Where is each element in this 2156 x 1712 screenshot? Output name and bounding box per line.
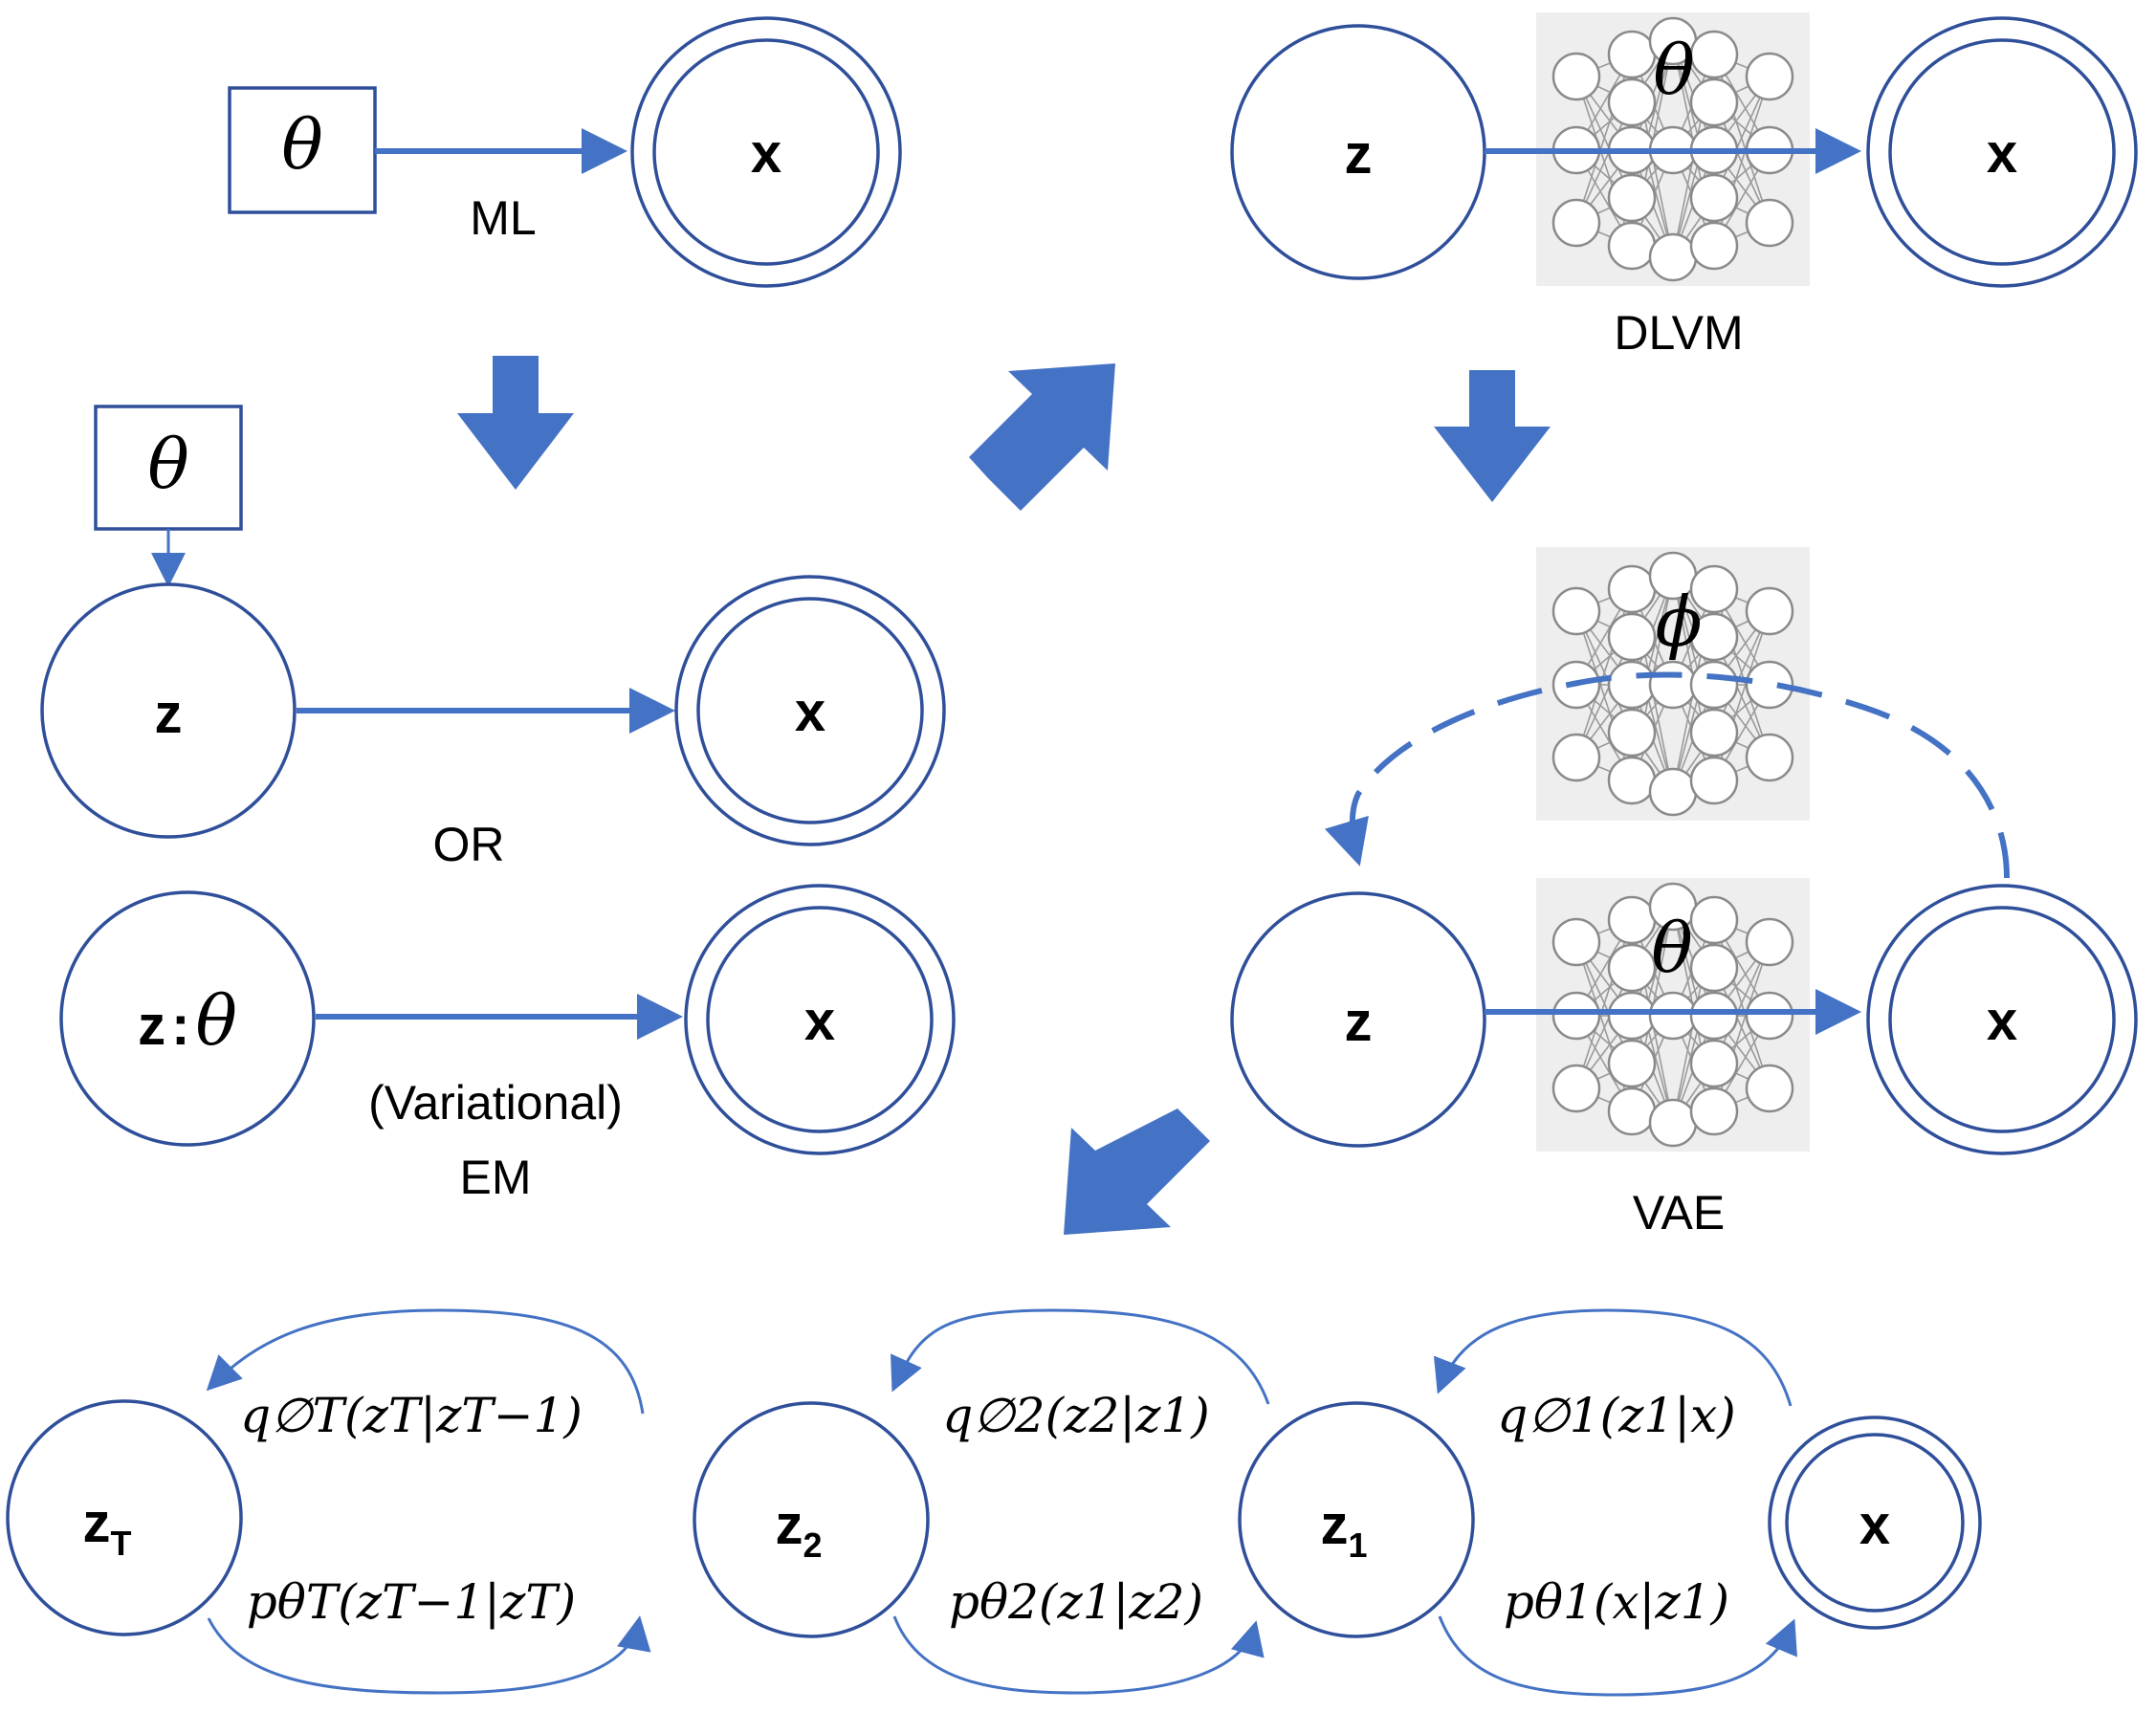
ml-param-box [228,86,377,214]
dlvm-observed-label: x [1987,122,2017,185]
hier-node-z2-label: z [775,1494,803,1556]
ml-caption: ML [470,191,536,245]
em-latent-param-text: z:θ [138,980,237,1061]
em-observed-bottom-label: x [804,990,835,1052]
hier-node-zT-sub: T [111,1524,132,1563]
em-latent-param-node [59,890,316,1147]
em-param-label: θ [147,424,188,504]
vae-observed-inner [1888,906,2116,1133]
vae-latent-label: z [1345,991,1373,1053]
flow-arrow-ml-to-em [457,356,574,490]
vae-latent-node [1230,891,1486,1148]
dlvm-net-param-label: θ [1653,30,1694,110]
em-caption-line2: EM [460,1151,532,1204]
hier-node-z1-text: z1 [1320,1494,1367,1565]
em-observed-top-inner [696,597,924,824]
dlvm-caption: DLVM [1614,306,1743,360]
arc-q-T [206,1308,645,1415]
ml-param-label: θ [281,104,322,185]
em-param-box [94,405,243,531]
formula-p-2: pθ2(z1|z2) [949,1574,1203,1630]
em-latent-param-sep: : [171,995,189,1057]
vae-observed-label: x [1987,990,2017,1052]
hier-node-x-text: x [1859,1494,1890,1556]
em-observed-bottom-inner [706,906,934,1133]
hier-node-z2-sub: 2 [803,1525,822,1565]
formula-q-1: q∅1(z1|x) [1497,1388,1736,1443]
dlvm-latent-label: z [1345,123,1373,186]
ml-panel: θ ML x [228,16,902,288]
em-caption-line1: (Variational) [368,1076,623,1130]
formula-p-1: pθ1(x|z1) [1504,1574,1729,1630]
hier-node-z2-text: z2 [775,1494,822,1565]
formula-p-T: pθT(zT−1|zT) [247,1574,576,1630]
flow-arrow-dlvm-to-vae [1434,370,1551,502]
formula-q-T: q∅T(zT|zT−1) [240,1388,583,1443]
ml-observed-inner [652,38,880,266]
hier-node-zT-text: zT [83,1492,132,1563]
flow-arrow-vae-to-hierarchical [1064,1108,1210,1235]
em-latent-param-z: z [138,995,165,1057]
flow-arrow-em-to-dlvm [969,363,1115,511]
vae-caption: VAE [1633,1186,1725,1240]
arc-q-1 [1433,1308,1793,1407]
vae-encoder-edge [1324,671,2010,879]
hier-node-x-inner [1785,1433,1965,1613]
arc-q-2 [891,1308,1270,1405]
hier-node-z1-label: z [1320,1494,1348,1556]
hierarchical-panel: zT z2 z1 x q∅T(zT|zT−1) pθT(zT−1|zT) q∅2… [6,1308,1982,1697]
arc-p-1 [1438,1615,1797,1697]
hier-node-z1 [1238,1401,1475,1638]
em-latent-node [40,582,297,839]
em-latent-label: z [155,683,183,745]
hier-node-zT [6,1399,243,1636]
em-panel: θ z x OR z:θ x (Variational) EM [40,405,956,1204]
formula-q-2: q∅2(z2|z1) [942,1388,1210,1443]
ml-observed-label: x [751,122,781,185]
em-latent-param-theta: θ [195,980,236,1061]
dlvm-observed-inner [1888,38,2116,266]
hier-node-zT-label: z [83,1492,111,1554]
hier-node-z2 [693,1401,930,1638]
hier-node-z1-sub: 1 [1348,1525,1367,1565]
em-or-label: OR [433,818,505,871]
dlvm-panel: θ z x DLVM [1230,11,2138,360]
em-observed-top-label: x [795,681,825,743]
vae-encoder-param-label: ϕ [1655,582,1702,662]
vae-panel: ϕ θ z x VAE [1230,545,2138,1240]
hier-node-x-label: x [1859,1494,1890,1556]
vae-decoder-param-label: θ [1651,908,1692,988]
arc-p-T [207,1615,651,1695]
arc-p-2 [892,1615,1265,1695]
